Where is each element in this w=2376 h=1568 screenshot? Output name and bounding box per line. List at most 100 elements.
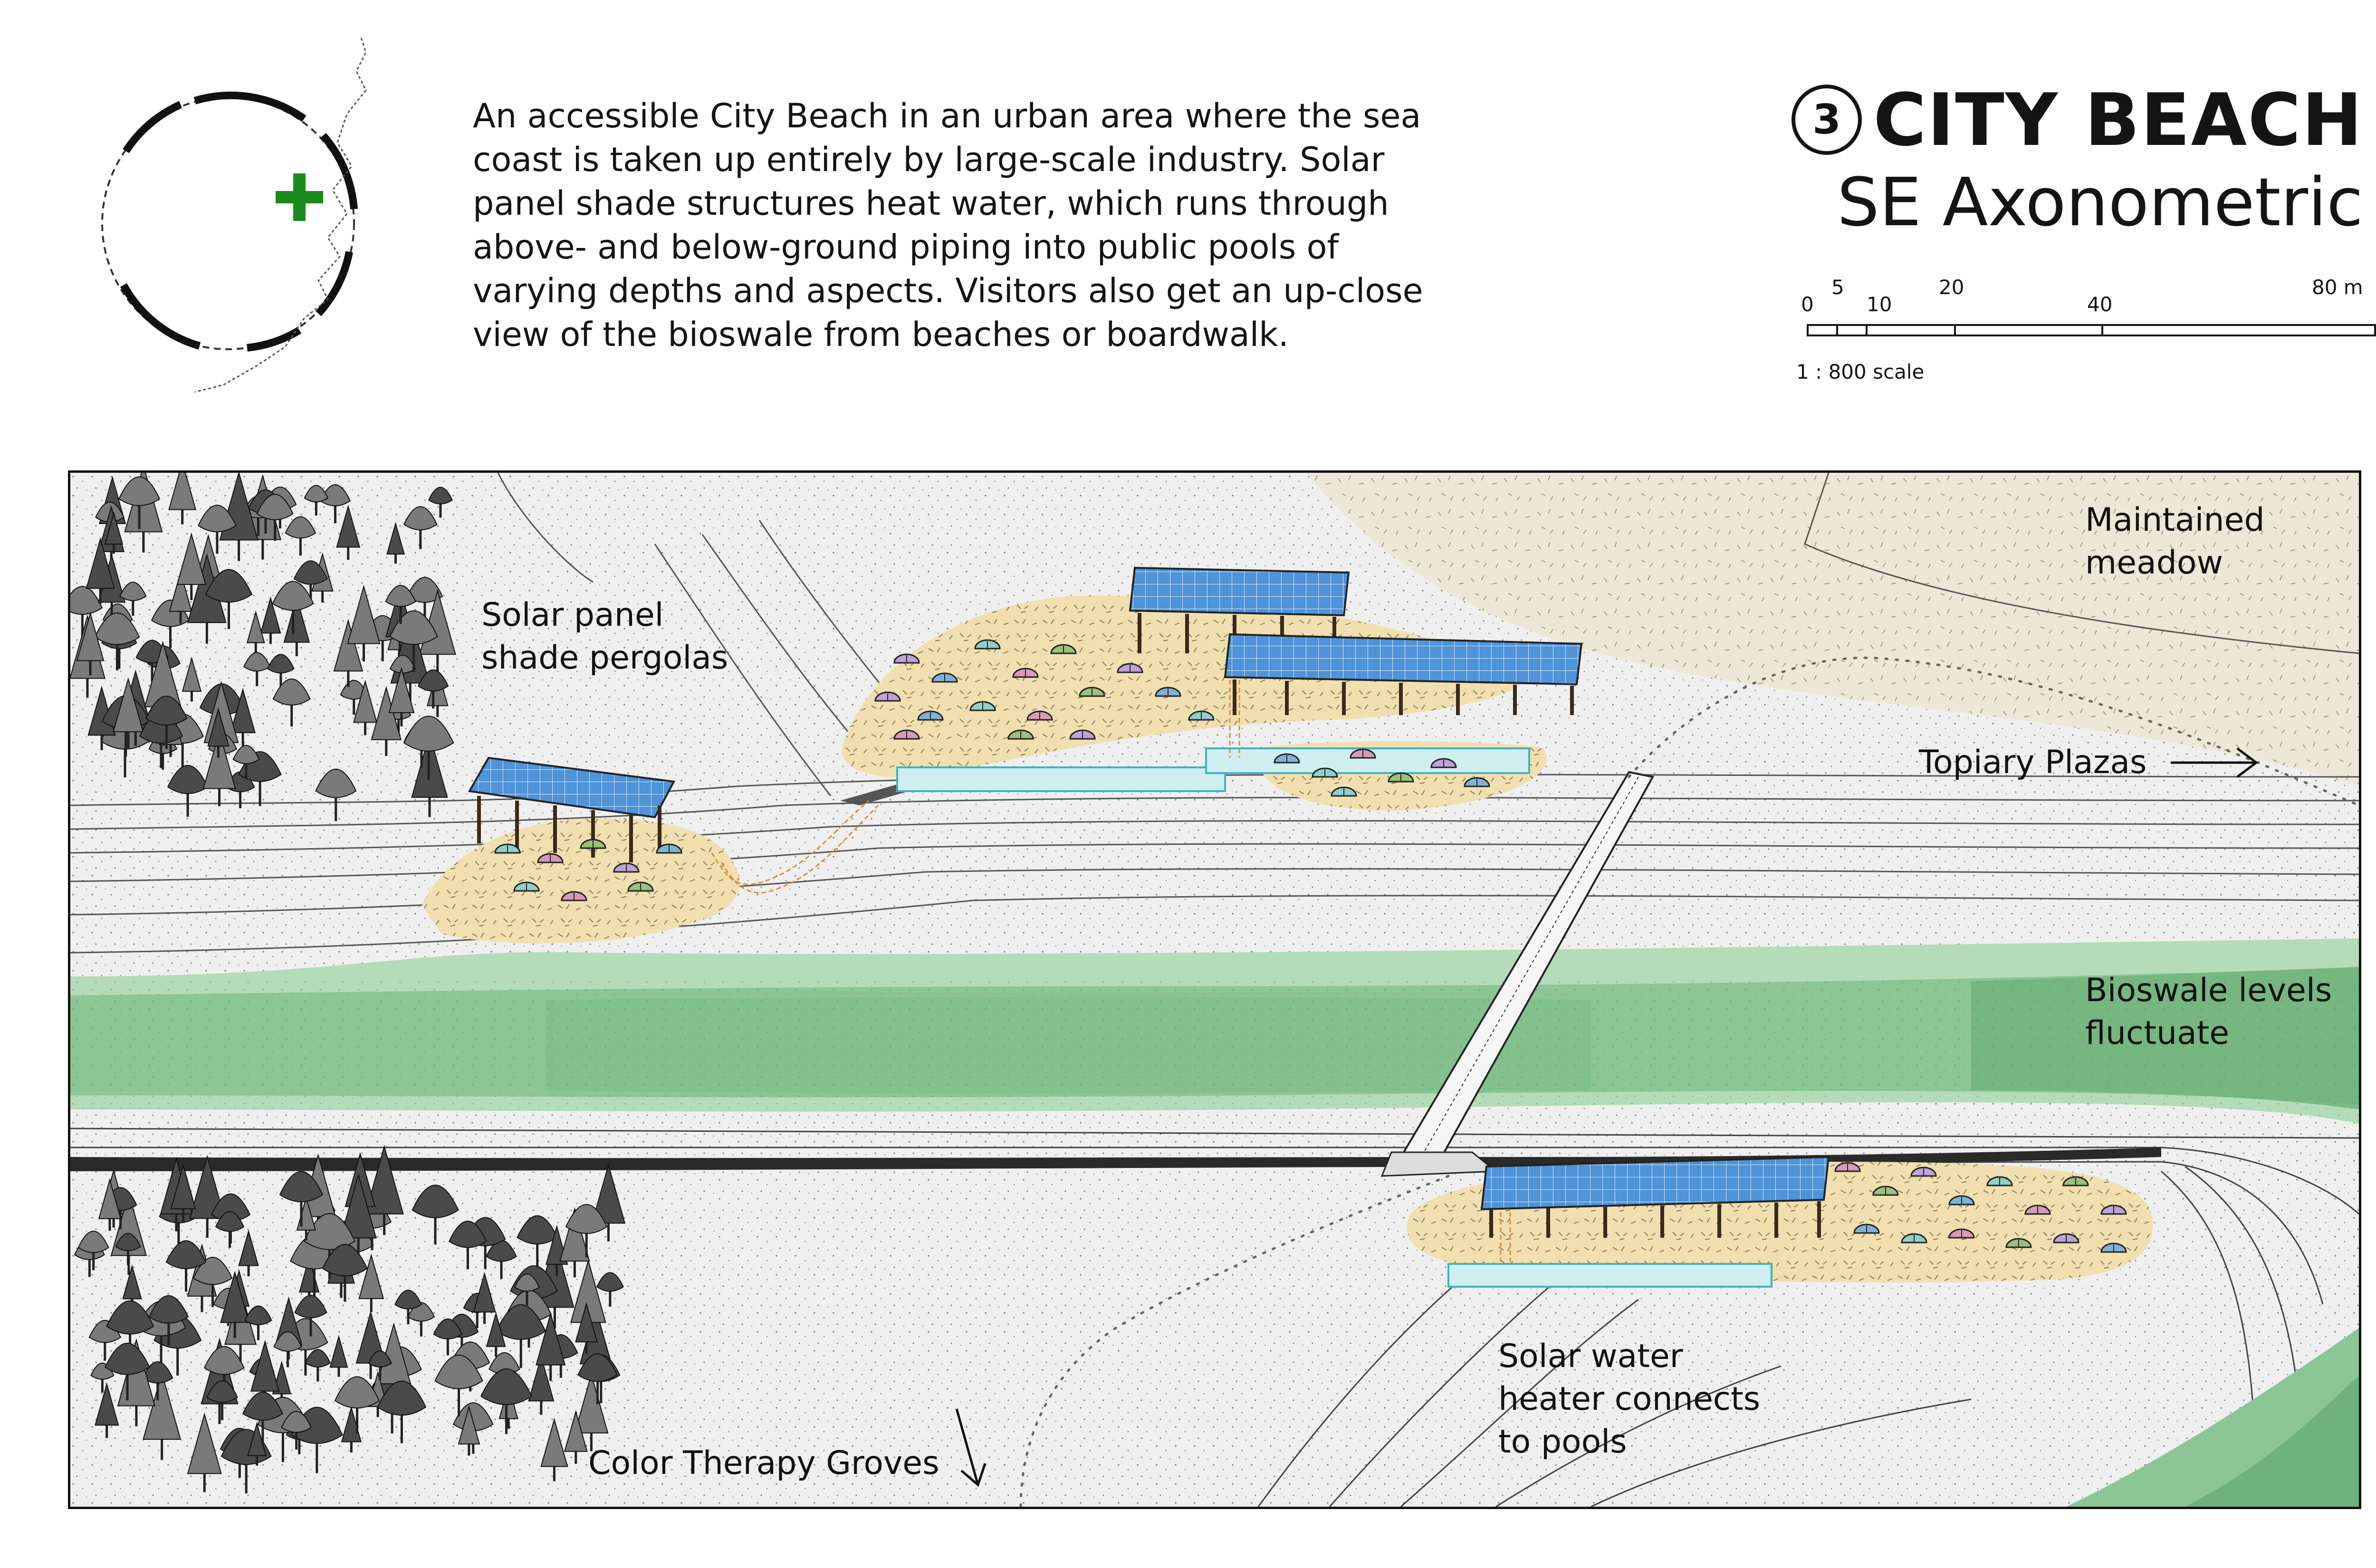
tree-icon xyxy=(577,1353,618,1405)
plan-title: CITY BEACH xyxy=(1873,78,2363,162)
tree-icon xyxy=(165,1240,207,1292)
pergola-central-south xyxy=(1224,633,1583,715)
umbrella-icon xyxy=(1312,767,1338,778)
site-plan xyxy=(70,473,2359,1507)
label-solar-water-heater: Solar water heater connects to pools xyxy=(1498,1338,1761,1461)
tree-icon xyxy=(215,1211,245,1248)
tree-icon xyxy=(113,677,144,748)
umbrella-icon xyxy=(1948,1228,1975,1239)
tree-icon xyxy=(119,582,147,616)
tree-icon xyxy=(340,1173,377,1258)
forest-southwest xyxy=(74,1145,626,1494)
tree-icon xyxy=(386,522,405,564)
tree-icon xyxy=(574,1372,609,1452)
tree-icon xyxy=(403,716,454,780)
tree-icon xyxy=(336,505,361,560)
umbrella-icon xyxy=(1274,753,1300,764)
coastline-icon xyxy=(194,38,367,393)
tree-icon xyxy=(272,679,311,727)
tree-icon xyxy=(283,595,310,657)
locator-map xyxy=(81,33,413,394)
scale-tick-0: 0 xyxy=(1801,293,1814,316)
tree-icon xyxy=(385,585,416,624)
axonometric-drawing: Solar panel shade pergolas Maintained me… xyxy=(68,470,2361,1509)
tree-icon xyxy=(232,745,260,779)
tree-icon xyxy=(244,1305,272,1340)
pergola-east xyxy=(1480,1156,1830,1238)
umbrella-icon xyxy=(1007,729,1034,740)
tree-icon xyxy=(412,1185,459,1245)
umbrella-icon xyxy=(893,729,920,740)
tree-icon xyxy=(148,1295,189,1346)
tree-icon xyxy=(517,1215,558,1268)
tree-icon xyxy=(559,1207,590,1278)
umbrella-icon xyxy=(1388,772,1414,783)
tree-icon xyxy=(115,1233,141,1265)
plan-subtitle: SE Axonometric xyxy=(1837,164,2363,241)
tree-icon xyxy=(106,1300,154,1362)
scale-tick-80: 80 m xyxy=(2312,276,2363,299)
umbrella-icon xyxy=(1872,1186,1899,1196)
tree-icon xyxy=(347,584,381,661)
tree-icon xyxy=(94,612,140,670)
tree-icon xyxy=(486,1240,517,1279)
tree-icon xyxy=(364,1145,404,1235)
tree-icon xyxy=(205,569,253,629)
tree-icon xyxy=(428,487,453,518)
tree-icon xyxy=(319,484,351,524)
tree-icon xyxy=(230,688,256,746)
tree-icon xyxy=(304,485,329,516)
tree-icon xyxy=(142,1361,173,1401)
tree-icon xyxy=(449,1221,487,1270)
tree-icon xyxy=(358,1253,384,1312)
tree-icon xyxy=(256,494,294,541)
tree-icon xyxy=(95,1382,119,1438)
description-text: An accessible City Beach in an urban are… xyxy=(473,96,1423,354)
tree-icon xyxy=(564,1410,588,1464)
tree-icon xyxy=(329,1335,348,1377)
umbrella-icon xyxy=(1050,644,1077,654)
tree-icon xyxy=(536,1312,566,1381)
umbrella-icon xyxy=(1853,1224,1880,1234)
umbrella-icon xyxy=(1464,777,1490,787)
tree-icon xyxy=(206,1380,238,1420)
tree-icon xyxy=(334,1376,380,1434)
umbrella-icon xyxy=(974,639,1001,650)
tree-icon xyxy=(473,1272,496,1324)
umbrella-icon xyxy=(1331,786,1357,797)
umbrella-icon xyxy=(1910,1166,1937,1177)
scale-bar-line xyxy=(1807,324,2376,336)
umbrella-icon xyxy=(1430,758,1457,768)
tree-icon xyxy=(406,577,443,623)
plan-number-badge: 3 xyxy=(1792,85,1862,155)
tree-icon xyxy=(104,511,124,554)
tree-icon xyxy=(220,1271,250,1339)
umbrella-icon xyxy=(917,710,944,721)
tree-icon xyxy=(496,1304,546,1368)
scale-bar: 0 5 10 20 40 80 m 1 : 800 scale xyxy=(1796,276,2376,390)
tree-icon xyxy=(198,505,237,554)
tree-icon xyxy=(591,1163,626,1242)
umbrella-icon xyxy=(969,701,996,711)
label-maintained-meadow: Maintained meadow xyxy=(2085,501,2265,582)
tree-icon xyxy=(267,654,295,688)
ring-map-icon xyxy=(101,38,367,393)
tree-icon xyxy=(353,679,378,736)
umbrella-icon xyxy=(1069,729,1096,740)
umbrella-icon xyxy=(580,839,606,849)
scale-tick-20: 20 xyxy=(1939,276,1964,299)
title-block: 3 CITY BEACH SE Axonometric xyxy=(1460,78,2363,252)
umbrella-icon xyxy=(656,843,682,854)
green-cross-marker-icon xyxy=(276,173,323,221)
umbrella-icon xyxy=(1117,663,1143,673)
label-color-therapy-groves: Color Therapy Groves xyxy=(588,1444,939,1482)
tree-icon xyxy=(70,586,103,638)
forest-northwest xyxy=(70,473,456,821)
color-therapy-arrow-icon xyxy=(955,1408,987,1487)
umbrella-icon xyxy=(1948,1195,1975,1205)
umbrella-icon xyxy=(1350,748,1376,759)
boardwalk-bridge xyxy=(1380,771,1655,1177)
tree-icon xyxy=(176,532,206,601)
tree-icon xyxy=(388,667,415,727)
tree-icon xyxy=(98,1178,122,1231)
